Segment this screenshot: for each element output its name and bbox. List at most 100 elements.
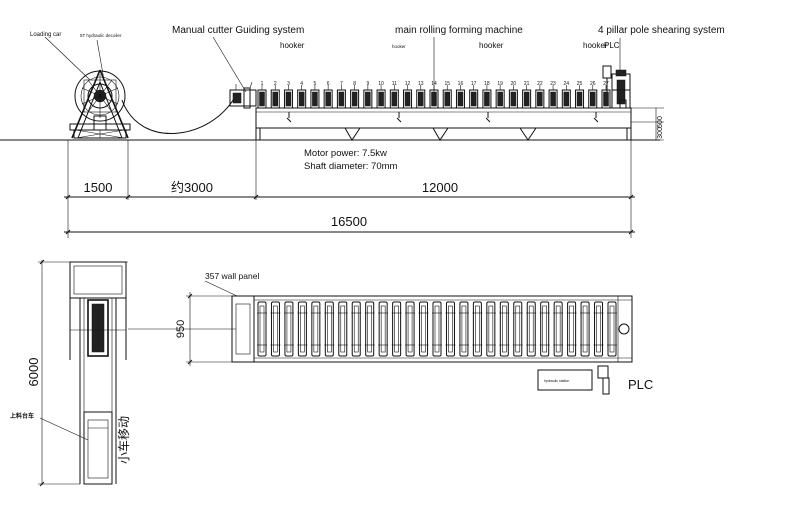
roll-station: 18 bbox=[482, 81, 492, 109]
roll-station: 15 bbox=[442, 81, 452, 109]
length-dimensions: 1500 约3000 12000 16500 bbox=[64, 140, 635, 238]
station-number: 15 bbox=[444, 81, 450, 87]
roll-station: 11 bbox=[389, 81, 399, 109]
height-dimension: 500 300 bbox=[631, 107, 664, 141]
station-number: 1 bbox=[261, 81, 264, 87]
station-number: 6 bbox=[327, 81, 330, 87]
roll-station: 16 bbox=[455, 81, 465, 109]
roll-station: 5 bbox=[310, 81, 320, 109]
hydraulic-station-label: hydraulic station bbox=[544, 379, 569, 383]
station-number: 18 bbox=[484, 81, 490, 87]
station-number: 22 bbox=[537, 81, 543, 87]
station-number: 8 bbox=[353, 81, 356, 87]
shearing-system-label: 4 pillar pole shearing system bbox=[598, 25, 725, 36]
plan-roll-station bbox=[539, 301, 550, 357]
roll-station: 9 bbox=[363, 81, 373, 109]
roll-station: 26 bbox=[588, 81, 598, 109]
dim-machine: 12000 bbox=[422, 180, 458, 195]
dim-decoiler: 1500 bbox=[84, 180, 113, 195]
panel-label: 357 wall panel bbox=[205, 271, 259, 281]
loading-car-label: Loading car bbox=[30, 32, 61, 38]
station-number: 10 bbox=[378, 81, 384, 87]
plc-label-side: PLC bbox=[604, 41, 620, 50]
station-number: 24 bbox=[564, 81, 570, 87]
roll-station: 13 bbox=[416, 81, 426, 109]
station-number: 3 bbox=[287, 81, 290, 87]
station-number: 16 bbox=[458, 81, 464, 87]
roll-station: 23 bbox=[548, 81, 558, 109]
hooker-markers bbox=[286, 112, 599, 123]
plan-roll-station bbox=[580, 301, 591, 357]
station-number: 23 bbox=[550, 81, 556, 87]
loading-car-cn-label: 上料台车 bbox=[10, 412, 34, 420]
plc-label-plan: PLC bbox=[628, 377, 653, 392]
station-number: 17 bbox=[471, 81, 477, 87]
station-number: 4 bbox=[300, 81, 303, 87]
motor-power-text: Motor power: 7.5kw bbox=[304, 148, 387, 159]
decoiler-label: 5T hydraulic decoiler bbox=[80, 33, 122, 38]
plan-roll-station bbox=[283, 301, 294, 357]
decoiler-drawing bbox=[69, 69, 131, 139]
roll-station: 1 bbox=[257, 81, 267, 109]
station-number: 21 bbox=[524, 81, 530, 87]
plan-roll-station bbox=[499, 301, 510, 357]
leader-lines bbox=[44, 36, 621, 93]
main-machine-label: main rolling forming machine bbox=[395, 25, 523, 36]
station-number: 25 bbox=[577, 81, 583, 87]
station-number: 2 bbox=[274, 81, 277, 87]
station-number: 5 bbox=[314, 81, 317, 87]
plan-roll-station bbox=[351, 301, 362, 357]
height-300-label: 300 bbox=[657, 127, 664, 139]
roll-station: 8 bbox=[350, 81, 360, 109]
plan-roll-station bbox=[485, 301, 496, 357]
roll-station: 3 bbox=[283, 81, 293, 109]
height-500-label: 500 bbox=[657, 116, 664, 128]
hydraulic-station-box bbox=[537, 369, 593, 391]
machine-base bbox=[255, 107, 632, 141]
roll-station: 10 bbox=[376, 81, 386, 109]
roll-station: 7 bbox=[336, 81, 346, 109]
plan-roll-station bbox=[324, 301, 335, 357]
guiding-system-drawing bbox=[229, 81, 257, 109]
plan-roll-station bbox=[445, 301, 456, 357]
loading-car-view: 6000 上料台车 小车移动 bbox=[10, 259, 131, 487]
plan-roll-station bbox=[566, 301, 577, 357]
plan-view: 357 wall panel 950 hydraulic station PLC bbox=[128, 271, 653, 395]
roll-station: 19 bbox=[495, 81, 505, 109]
plan-roll-station bbox=[270, 301, 281, 357]
station-number: 9 bbox=[366, 81, 369, 87]
roll-station: 6 bbox=[323, 81, 333, 109]
plan-roll-station bbox=[512, 301, 523, 357]
plan-roll-station bbox=[472, 301, 483, 357]
hooker-label-4: hooker bbox=[583, 41, 608, 50]
station-number: 12 bbox=[405, 81, 411, 87]
shear-drawing bbox=[602, 65, 631, 109]
plan-roll-station bbox=[405, 301, 416, 357]
plan-roll-station bbox=[418, 301, 429, 357]
roll-station: 24 bbox=[561, 81, 571, 109]
plan-roll-station bbox=[297, 301, 308, 357]
roll-station: 20 bbox=[508, 81, 518, 109]
plan-roll-station bbox=[391, 301, 402, 357]
cutter-guiding-label: Manual cutter Guiding system bbox=[172, 25, 304, 36]
hooker-label-1: hooker bbox=[280, 41, 305, 50]
plan-roll-station bbox=[553, 301, 564, 357]
station-number: 27 bbox=[603, 81, 609, 87]
plan-roll-station bbox=[337, 301, 348, 357]
roll-station: 17 bbox=[469, 81, 479, 109]
shaft-diameter-text: Shaft diameter: 70mm bbox=[304, 161, 398, 172]
roll-station: 27 bbox=[601, 81, 611, 109]
coil-strip-curve bbox=[121, 96, 236, 134]
roll-station: 2 bbox=[270, 81, 280, 109]
plan-roll-station bbox=[257, 301, 267, 357]
dim-total: 16500 bbox=[331, 214, 367, 229]
roll-station: 25 bbox=[575, 81, 585, 109]
plan-roll-station bbox=[607, 301, 617, 357]
hooker-label-3: hooker bbox=[479, 41, 504, 50]
roll-station: 21 bbox=[522, 81, 532, 109]
plan-roll-station bbox=[378, 301, 389, 357]
station-number: 11 bbox=[392, 81, 397, 87]
